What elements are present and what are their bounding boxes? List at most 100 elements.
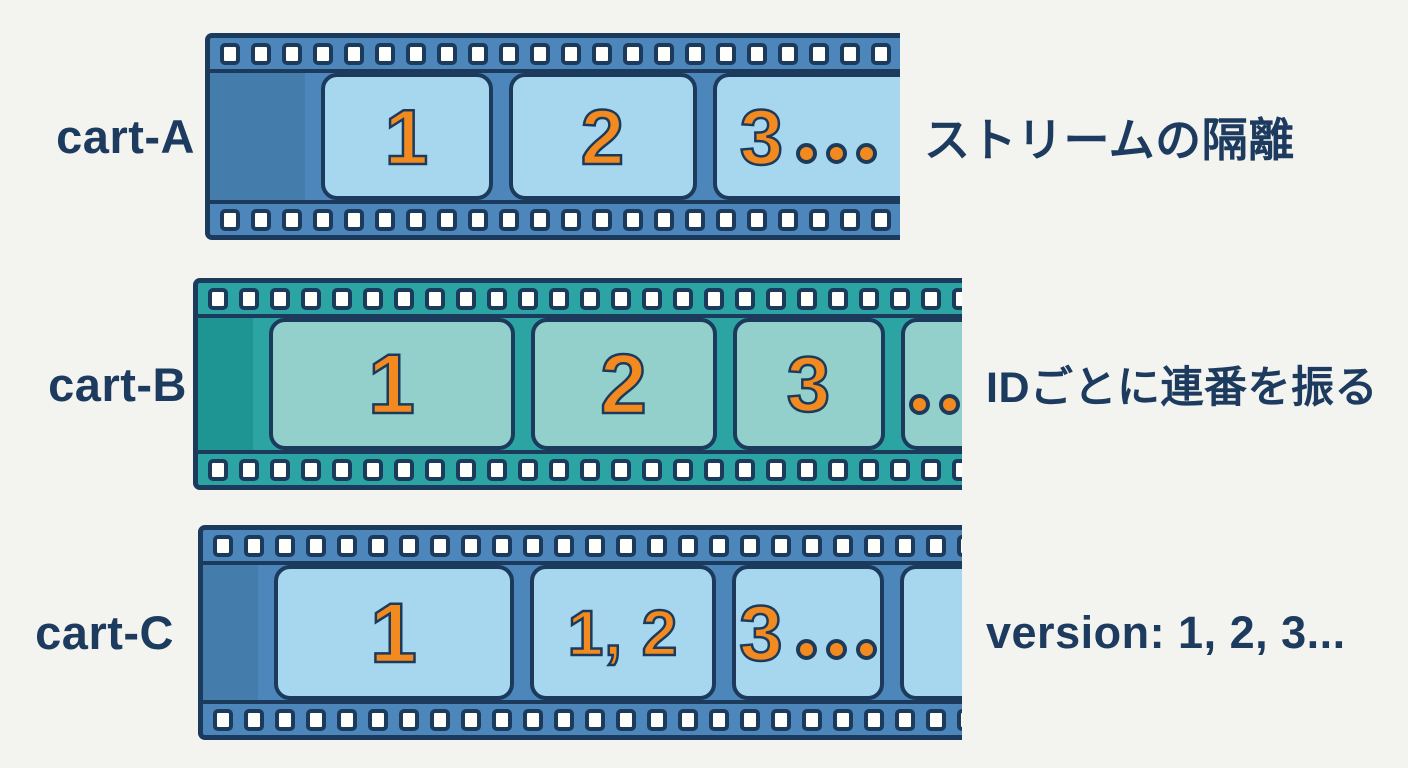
sprocket-row-top — [198, 283, 962, 318]
sprocket-hole — [778, 208, 798, 231]
sprocket-hole — [437, 208, 457, 231]
sprocket-hole — [828, 458, 848, 481]
ellipsis-dots — [795, 639, 877, 660]
frame-number: 3 — [738, 588, 784, 677]
frames-area: 1 2 3 — [210, 73, 900, 200]
sprocket-hole — [647, 534, 667, 557]
sprocket-hole — [871, 208, 891, 231]
sprocket-hole — [337, 534, 357, 557]
sprocket-hole — [642, 458, 662, 481]
sprocket-hole — [623, 208, 643, 231]
sprocket-hole — [399, 534, 419, 557]
sprocket-hole — [802, 534, 822, 557]
strip-lead-spacer — [198, 318, 253, 450]
sprocket-hole — [957, 534, 962, 557]
sprocket-hole — [306, 708, 326, 731]
sprocket-hole — [549, 287, 569, 310]
ellipsis-dots — [796, 143, 878, 164]
ellipsis-dot — [855, 639, 877, 660]
frame-number: 2 — [580, 92, 626, 181]
sprocket-hole — [828, 287, 848, 310]
strip-lead-spacer — [210, 73, 305, 200]
sprocket-hole — [890, 287, 910, 310]
sprocket-hole — [771, 708, 791, 731]
sprocket-hole — [709, 708, 729, 731]
sprocket-hole — [251, 42, 271, 65]
sprocket-hole — [592, 208, 612, 231]
frame-number: 1 — [369, 585, 418, 680]
sprocket-hole — [275, 708, 295, 731]
sprocket-hole — [239, 287, 259, 310]
sprocket-hole — [313, 42, 333, 65]
sprocket-hole — [716, 42, 736, 65]
sprocket-hole — [554, 708, 574, 731]
row-cart-b: cart-B 1 2 3 IDごとに連番を振る — [0, 278, 1408, 490]
sprocket-hole — [530, 42, 550, 65]
sprocket-hole — [673, 287, 693, 310]
sprocket-hole — [926, 534, 946, 557]
sprocket-hole — [430, 534, 450, 557]
ellipsis-dot — [795, 639, 817, 660]
frame-number: 1, 2 — [566, 596, 679, 669]
sprocket-hole — [647, 708, 667, 731]
sprocket-hole — [623, 42, 643, 65]
row-cart-c: cart-C 1 1, 2 3 version: 1, 2, 3... — [0, 525, 1408, 740]
frame-number: 3 — [739, 92, 785, 181]
sprocket-hole — [251, 208, 271, 231]
sprocket-hole — [580, 458, 600, 481]
frame-cart-b-1: 1 — [269, 318, 515, 450]
sprocket-row-top — [210, 38, 900, 73]
sprocket-hole — [642, 287, 662, 310]
sprocket-hole — [456, 287, 476, 310]
sprocket-hole — [840, 42, 860, 65]
sprocket-hole — [957, 708, 962, 731]
frame-cart-b-4 — [901, 318, 962, 450]
sprocket-hole — [890, 458, 910, 481]
sprocket-hole — [523, 534, 543, 557]
sprocket-hole — [406, 42, 426, 65]
sprocket-hole — [208, 287, 228, 310]
sprocket-hole — [492, 534, 512, 557]
sprocket-hole — [585, 534, 605, 557]
sprocket-hole — [244, 708, 264, 731]
sprocket-hole — [368, 708, 388, 731]
sprocket-hole — [549, 458, 569, 481]
sprocket-hole — [530, 208, 550, 231]
sprocket-hole — [616, 534, 636, 557]
frame-cart-a-1: 1 — [321, 73, 493, 200]
sprocket-row-bottom — [203, 700, 962, 735]
sprocket-hole — [766, 458, 786, 481]
frame-number: 1 — [367, 337, 416, 431]
ellipsis-dot — [826, 143, 848, 164]
frame-cart-b-3: 3 — [733, 318, 885, 450]
sprocket-hole — [654, 42, 674, 65]
sprocket-hole — [864, 708, 884, 731]
sprocket-hole — [282, 42, 302, 65]
sprocket-hole — [499, 42, 519, 65]
sprocket-hole — [797, 287, 817, 310]
sprocket-hole — [740, 708, 760, 731]
sprocket-hole — [678, 534, 698, 557]
sprocket-hole — [747, 42, 767, 65]
sprocket-hole — [220, 42, 240, 65]
sprocket-hole — [270, 287, 290, 310]
sprocket-hole — [740, 534, 760, 557]
sprocket-hole — [363, 458, 383, 481]
sprocket-hole — [332, 458, 352, 481]
sprocket-hole — [375, 42, 395, 65]
sprocket-hole — [518, 287, 538, 310]
sprocket-hole — [952, 458, 962, 481]
sprocket-hole — [213, 708, 233, 731]
sprocket-hole — [561, 42, 581, 65]
sprocket-hole — [833, 708, 853, 731]
sprocket-hole — [859, 287, 879, 310]
sprocket-hole — [394, 458, 414, 481]
sprocket-hole — [306, 534, 326, 557]
annotation-cart-a: ストリームの隔離 — [924, 113, 1295, 166]
sprocket-hole — [244, 534, 264, 557]
sprocket-hole — [554, 534, 574, 557]
sprocket-hole — [518, 458, 538, 481]
sprocket-hole — [685, 208, 705, 231]
sprocket-hole — [673, 458, 693, 481]
